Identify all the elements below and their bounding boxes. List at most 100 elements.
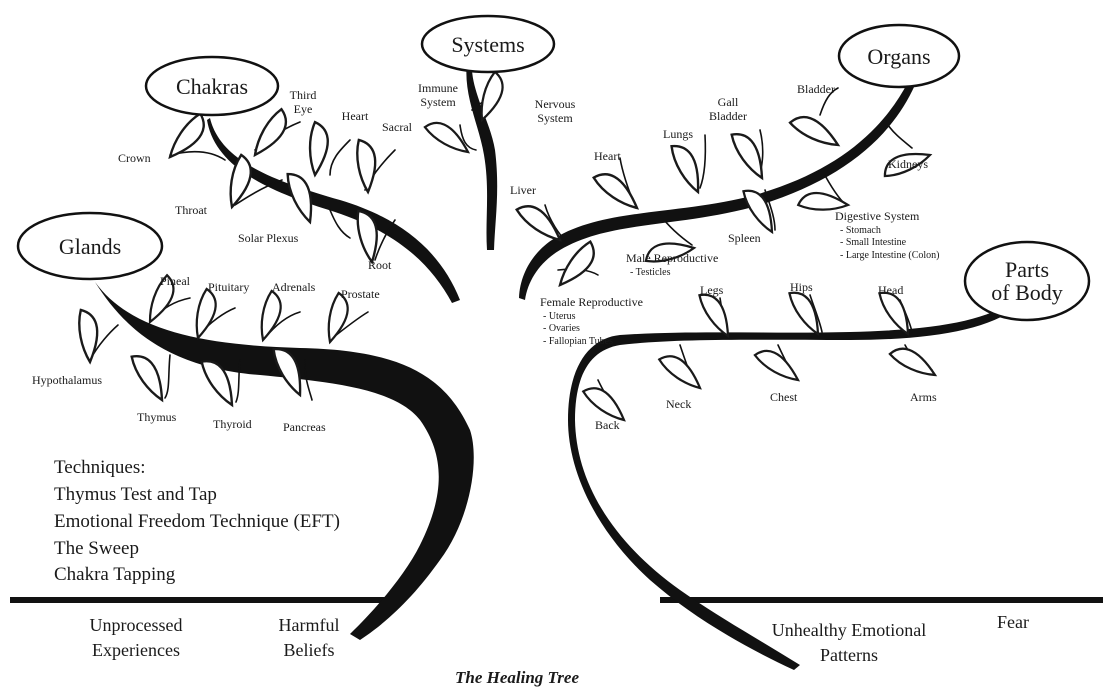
ground-line-left xyxy=(10,597,390,603)
female-repro-item-1: - Uterus xyxy=(543,311,576,322)
techniques-list: Techniques: Thymus Test and Tap Emotiona… xyxy=(54,457,340,585)
back-label: Back xyxy=(595,418,620,432)
leaf-throat xyxy=(209,152,266,209)
leaf-thymus xyxy=(123,353,170,402)
spleen-label: Spleen xyxy=(728,231,761,245)
leaf-sacral xyxy=(336,137,392,194)
unprocessed-label-1: Unprocessed xyxy=(90,615,183,635)
arms-label: Arms xyxy=(910,390,937,404)
female-repro-title: Female Reproductive xyxy=(540,295,643,309)
digestive-title: Digestive System xyxy=(835,209,920,223)
chakras-label: Chakras xyxy=(176,74,248,99)
digestive-item-3: - Large Intestine (Colon) xyxy=(840,250,940,261)
chakra-labels: Crown Third Eye Heart Sacral Throat Sola… xyxy=(118,88,413,272)
thymus-label: Thymus xyxy=(137,410,177,424)
category-bubbles: Systems Chakras Organs Glands Parts of B… xyxy=(16,14,1091,322)
sacral-label: Sacral xyxy=(382,120,413,134)
nervous-label-2: System xyxy=(537,111,573,125)
gland-labels: Pineal Pituitary Adrenals Prostate Hypot… xyxy=(32,274,380,434)
leaf-hypothalamus xyxy=(58,307,114,364)
hips-label: Hips xyxy=(790,280,813,294)
systems-bubble xyxy=(420,14,556,74)
nervous-label-1: Nervous xyxy=(535,97,576,111)
head-label: Head xyxy=(878,283,903,297)
leaf-hips xyxy=(782,290,826,336)
technique-item-1: Thymus Test and Tap xyxy=(54,484,217,505)
leaf-adrenals xyxy=(241,288,295,342)
leaf-crown xyxy=(162,112,210,159)
heart-organ-label: Heart xyxy=(594,149,621,163)
leaf-heart-chakra xyxy=(287,119,344,177)
harmful-label-2: Beliefs xyxy=(284,640,335,660)
glands-label: Glands xyxy=(59,234,121,259)
gall-bladder-label-1: Gall xyxy=(718,95,739,109)
technique-item-4: Chakra Tapping xyxy=(54,564,176,585)
unprocessed-label-2: Experiences xyxy=(92,640,180,660)
ground-line-right xyxy=(660,597,1103,603)
parts-of-body-bubble xyxy=(963,240,1091,322)
male-repro-title: Male Reproductive xyxy=(626,251,718,265)
harmful-label-1: Harmful xyxy=(279,615,340,635)
root-chakra-label: Root xyxy=(368,258,392,272)
technique-item-2: Emotional Freedom Technique (EFT) xyxy=(54,511,340,532)
pancreas-label: Pancreas xyxy=(283,420,326,434)
throat-label: Throat xyxy=(175,203,208,217)
organs-label: Organs xyxy=(867,44,930,69)
heart-chakra-label: Heart xyxy=(342,109,369,123)
leaf-chest xyxy=(753,343,800,391)
glands-bubble xyxy=(16,211,164,281)
legs-label: Legs xyxy=(700,283,724,297)
third-eye-label-1: Third xyxy=(290,88,317,102)
leaf-neck xyxy=(657,350,702,396)
chest-label: Chest xyxy=(770,390,798,404)
unhealthy-label-1: Unhealthy Emotional xyxy=(772,620,926,640)
body-labels: Legs Hips Head Back Neck Chest Arms xyxy=(595,280,937,432)
trunk-left xyxy=(95,282,474,640)
digestive-item-1: - Stomach xyxy=(840,225,881,236)
parts-of-body-label-2: of Body xyxy=(991,280,1063,305)
third-eye-label-2: Eye xyxy=(294,102,313,116)
unhealthy-label-2: Patterns xyxy=(820,645,878,665)
body-branch xyxy=(568,300,1020,670)
gall-bladder-label-2: Bladder xyxy=(709,109,747,123)
adrenals-label: Adrenals xyxy=(272,280,316,294)
liver-label: Liver xyxy=(510,183,536,197)
immune-label-1: Immune xyxy=(418,81,458,95)
neck-label: Neck xyxy=(666,397,691,411)
pituitary-label: Pituitary xyxy=(208,280,249,294)
male-repro-item-1: - Testicles xyxy=(630,267,671,278)
fear-label: Fear xyxy=(997,612,1029,632)
solar-plexus-label: Solar Plexus xyxy=(238,231,299,245)
lungs-label: Lungs xyxy=(663,127,693,141)
thyroid-label: Thyroid xyxy=(213,417,252,431)
leaf-legs xyxy=(692,292,736,338)
leaf-arms xyxy=(888,339,937,389)
leaf-pituitary xyxy=(176,286,230,340)
systems-label: Systems xyxy=(451,32,524,57)
chakras-branch xyxy=(207,118,460,303)
systems-labels: Immune System Nervous System xyxy=(418,81,576,125)
technique-item-3: The Sweep xyxy=(54,538,139,559)
kidneys-label: Kidneys xyxy=(888,157,928,171)
female-repro-item-3: - Fallopian Tubes xyxy=(543,336,613,347)
organ-labels: Bladder Gall Bladder Lungs Heart Kidneys… xyxy=(510,82,940,347)
leaf-bladder xyxy=(788,107,840,159)
prostate-label: Prostate xyxy=(341,287,380,301)
chakras-bubble xyxy=(144,55,280,117)
leaf-head xyxy=(872,290,916,336)
immune-label-2: System xyxy=(420,95,456,109)
root-labels: Unprocessed Experiences Harmful Beliefs … xyxy=(90,612,1029,665)
organs-bubble xyxy=(837,23,961,89)
leaf-immune xyxy=(423,115,470,163)
leaves xyxy=(58,70,937,428)
digestive-item-2: - Small Intestine xyxy=(840,237,907,248)
diagram-caption: The Healing Tree xyxy=(455,668,579,687)
crown-label: Crown xyxy=(118,151,151,165)
female-repro-item-2: - Ovaries xyxy=(543,323,580,334)
techniques-heading: Techniques: xyxy=(54,457,146,478)
hypothalamus-label: Hypothalamus xyxy=(32,373,102,387)
leaf-heart-organ xyxy=(592,168,639,216)
bladder-label: Bladder xyxy=(797,82,835,96)
pineal-label: Pineal xyxy=(160,274,191,288)
